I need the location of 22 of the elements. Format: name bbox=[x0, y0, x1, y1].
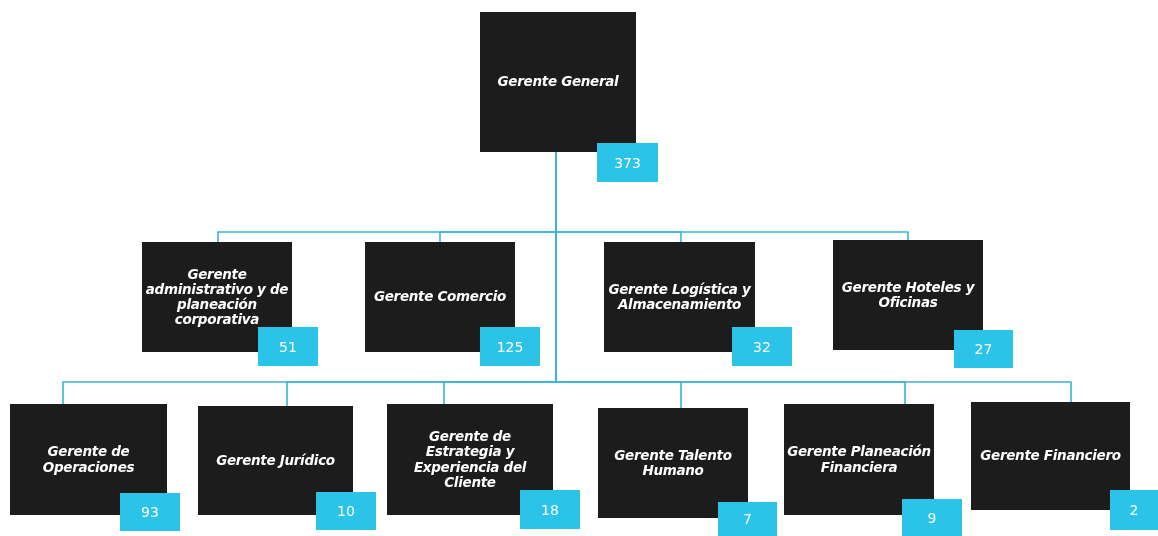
count-badge: 9 bbox=[902, 499, 962, 536]
count-badge: 32 bbox=[732, 327, 792, 366]
role-title: Gerente Jurídico bbox=[216, 452, 335, 469]
count-badge: 373 bbox=[597, 143, 658, 182]
count-badge: 51 bbox=[258, 327, 318, 366]
role-title: Gerente Logística y Almacenamiento bbox=[607, 281, 752, 313]
count-badge: 18 bbox=[520, 490, 580, 529]
role-title: Gerente administrativo y de planeación corporativa bbox=[145, 266, 289, 328]
count-badge: 125 bbox=[480, 327, 540, 366]
count-badge: 10 bbox=[316, 492, 376, 530]
role-title: Gerente General bbox=[497, 74, 619, 90]
count-badge: 7 bbox=[718, 502, 777, 536]
role-title: Gerente de Operaciones bbox=[41, 444, 136, 475]
role-title: Gerente Financiero bbox=[980, 448, 1121, 464]
role-title: Gerente Hoteles y Oficinas bbox=[840, 279, 976, 311]
role-title: Gerente Comercio bbox=[373, 289, 507, 305]
role-title: Gerente de Estrategia y Experiencia del Cliente bbox=[412, 429, 528, 490]
role-title: Gerente Talento Humano bbox=[613, 447, 733, 479]
count-badge: 93 bbox=[120, 493, 180, 531]
role-title: Gerente Planeación Financiera bbox=[787, 444, 931, 475]
count-badge: 27 bbox=[954, 330, 1013, 368]
count-badge: 2 bbox=[1110, 490, 1158, 530]
